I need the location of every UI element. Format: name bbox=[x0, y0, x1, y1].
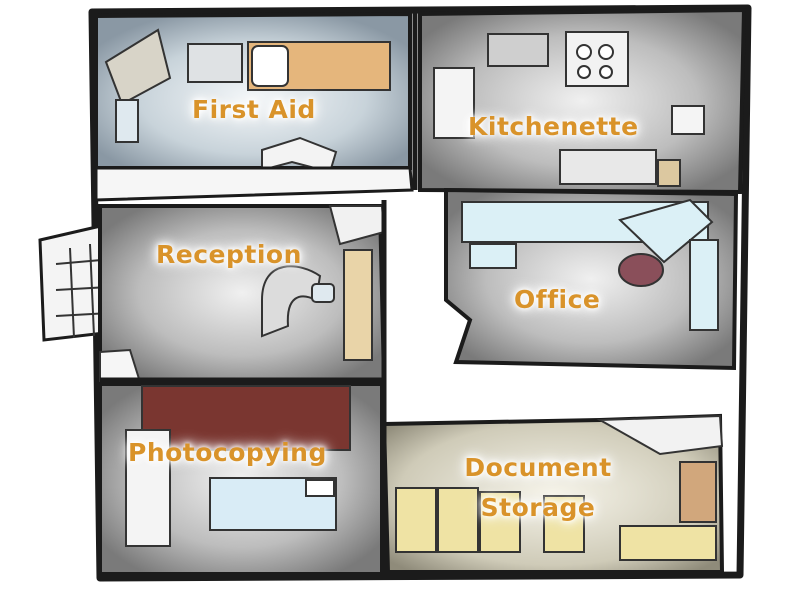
room-office bbox=[444, 187, 739, 371]
room-kitchenette bbox=[418, 7, 747, 195]
room-document-storage bbox=[381, 413, 725, 574]
photocopying-label: Photocopying bbox=[128, 438, 327, 467]
kitchenette-label: Kitchenette bbox=[468, 112, 639, 141]
room-first-aid bbox=[94, 11, 412, 174]
document-storage-label: Document Storage bbox=[448, 448, 628, 528]
room-photocopying bbox=[98, 382, 384, 576]
first-aid-label: First Aid bbox=[192, 95, 316, 124]
room-reception bbox=[98, 204, 387, 383]
document-storage-line2: Storage bbox=[480, 493, 596, 522]
document-storage-line1: Document bbox=[464, 453, 612, 482]
office-label: Office bbox=[514, 285, 601, 314]
corridor-upper bbox=[94, 166, 414, 202]
reception-label: Reception bbox=[156, 240, 302, 269]
